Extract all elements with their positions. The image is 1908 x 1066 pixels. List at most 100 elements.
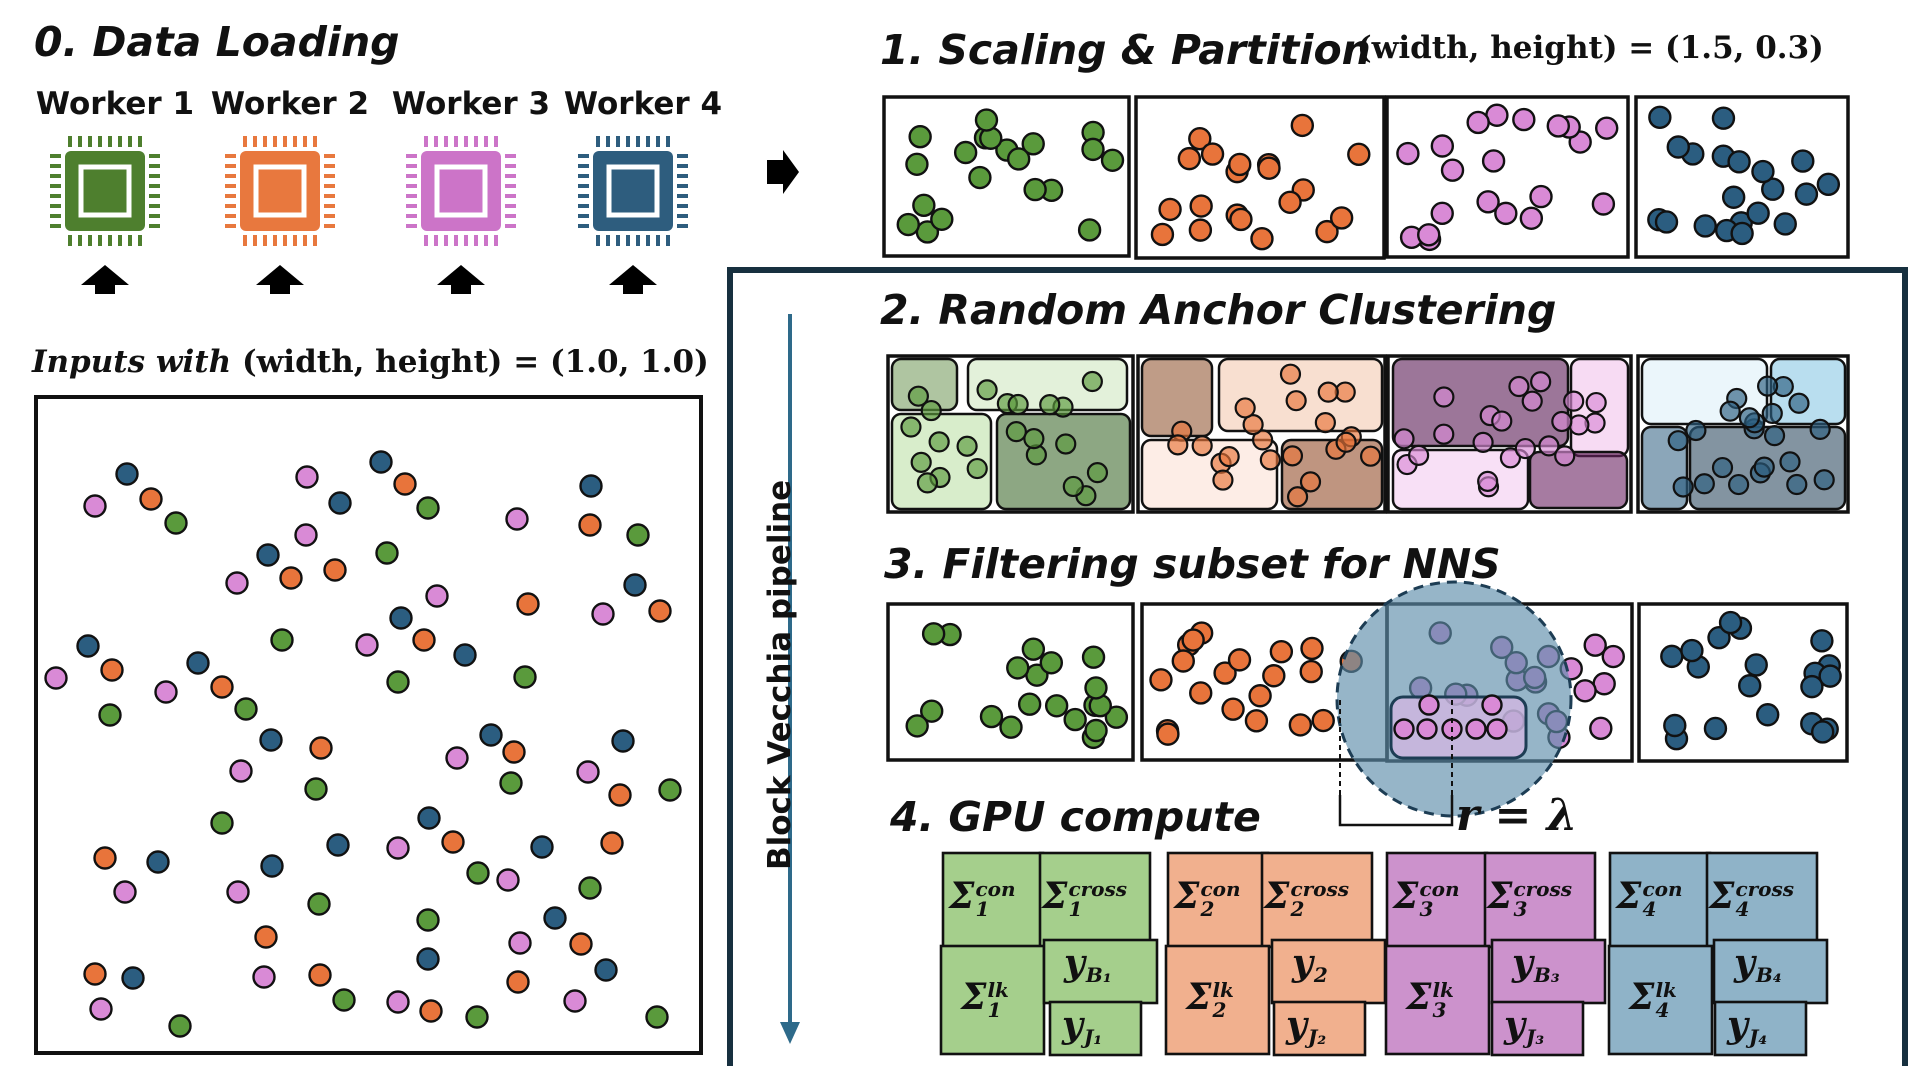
partition-point xyxy=(1200,142,1225,166)
chip-pin xyxy=(578,184,589,188)
title-gpu-compute: 4. GPU compute xyxy=(890,793,1261,841)
input-point xyxy=(323,558,347,582)
cluster-point xyxy=(1585,391,1607,414)
cluster-partition-1 xyxy=(886,354,1135,514)
input-point xyxy=(229,759,253,783)
partition-point xyxy=(1591,192,1616,216)
gpu-label-yb-3-base: y xyxy=(1512,942,1533,984)
chip-pin xyxy=(88,136,92,147)
cluster-partition-4 xyxy=(1636,354,1850,514)
chip-pin xyxy=(578,174,589,178)
chip-pin xyxy=(484,136,488,147)
cluster-point xyxy=(1685,419,1707,442)
cluster-point xyxy=(1286,486,1309,508)
partition-point xyxy=(1100,148,1125,172)
gpu-block-con-1 xyxy=(941,851,1045,949)
partition-point xyxy=(1430,201,1454,226)
gpu-block-yj-2 xyxy=(1272,1000,1367,1057)
input-point xyxy=(386,836,410,860)
input-point xyxy=(543,906,567,930)
gpu-label-con-4-base: Σ xyxy=(1616,875,1642,917)
cluster-point xyxy=(1514,437,1536,460)
chip-pin xyxy=(225,154,236,158)
up-arrow-icon xyxy=(437,265,485,294)
chip-pin xyxy=(677,224,688,228)
gpu-label-yj-1-sub: J₁ xyxy=(1083,1025,1103,1049)
partition-point xyxy=(1519,206,1544,230)
input-point xyxy=(226,880,250,904)
chip-pin xyxy=(273,235,277,246)
partition-point xyxy=(1189,194,1213,218)
chip-body xyxy=(240,151,320,231)
filter-point xyxy=(1149,668,1173,692)
chip-pin xyxy=(406,204,417,208)
chip-pin xyxy=(578,204,589,208)
chip-pin xyxy=(324,204,335,208)
chip-pin xyxy=(283,136,287,147)
filter-point xyxy=(1039,651,1064,675)
cluster-point xyxy=(916,472,939,494)
chip-pin xyxy=(149,194,160,198)
cluster-point xyxy=(1062,475,1084,498)
chip-pin xyxy=(505,194,516,198)
filter-point xyxy=(921,622,946,646)
input-point xyxy=(393,472,417,496)
partition-point xyxy=(1315,219,1339,244)
input-point xyxy=(100,658,124,682)
cpu-chip-icon xyxy=(578,136,688,246)
gpu-label-con-2-sub: 2 xyxy=(1200,897,1215,921)
cluster-point xyxy=(1738,407,1761,429)
filter-point xyxy=(1221,697,1245,721)
gpu-block-yj-1 xyxy=(1048,1000,1143,1057)
block-point xyxy=(1465,718,1487,740)
input-point xyxy=(83,962,107,986)
title-random-anchor-clustering: 2. Random Anchor Clustering xyxy=(880,286,1557,334)
chip-pin xyxy=(474,136,478,147)
filter-point xyxy=(1213,661,1237,685)
radius-bracket xyxy=(1338,795,1454,827)
chip-pin xyxy=(677,214,688,218)
worker-label-1: Worker 1 xyxy=(35,86,195,122)
up-arrow-icon xyxy=(256,265,304,294)
chip-pin xyxy=(324,154,335,158)
partition-point xyxy=(1396,141,1420,166)
gpu-label-cross-2-sup: cross xyxy=(1290,877,1350,901)
input-point xyxy=(425,584,449,608)
chip-pin xyxy=(454,136,458,147)
partition-point xyxy=(1229,207,1253,232)
filter-point xyxy=(1181,628,1205,652)
down-arrow-icon xyxy=(780,1022,800,1044)
filter-point xyxy=(1680,638,1704,663)
partition-point xyxy=(1721,185,1746,209)
chip-pin xyxy=(324,224,335,228)
chip-pin xyxy=(225,204,236,208)
chip-pin xyxy=(464,235,468,246)
filter-point xyxy=(1573,679,1597,703)
input-point xyxy=(89,997,113,1021)
input-point xyxy=(386,670,410,694)
gpu-label-yj-4-base: y xyxy=(1727,1004,1748,1046)
chip-pin xyxy=(253,136,257,147)
partition-point xyxy=(1006,147,1031,171)
chip-pin xyxy=(128,136,132,147)
filter-point xyxy=(1592,672,1616,696)
chip-pin xyxy=(424,235,428,246)
gpu-label-lk-2-base: Σ xyxy=(1186,976,1212,1018)
cluster-point xyxy=(1005,421,1027,443)
chip-pin xyxy=(505,174,516,178)
partition-point xyxy=(1081,137,1105,162)
partition-point xyxy=(1188,218,1213,242)
input-point xyxy=(499,771,523,795)
input-point xyxy=(210,811,234,835)
cluster-point xyxy=(920,399,942,422)
partition-point xyxy=(1711,106,1736,130)
filter-point xyxy=(1104,705,1129,729)
chip-pin xyxy=(677,164,688,168)
chip-pin xyxy=(78,235,82,246)
chip-pin xyxy=(313,235,317,246)
